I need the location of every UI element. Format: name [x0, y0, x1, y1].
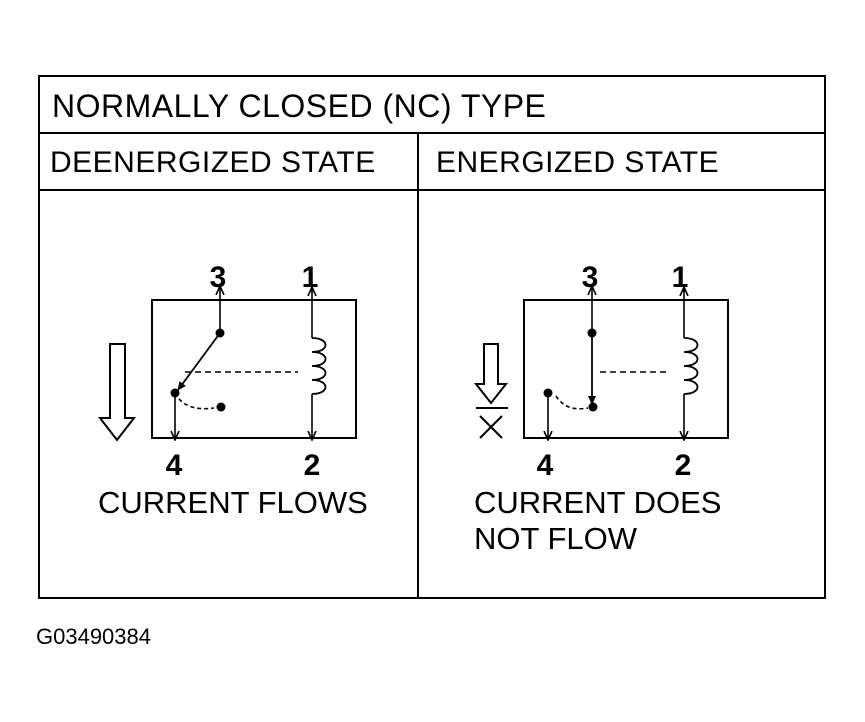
terminal-2-label: 2 [675, 449, 692, 482]
relay-housing-left [151, 299, 357, 439]
terminal-4-label: 4 [166, 449, 183, 482]
contact-point [588, 402, 598, 412]
switch-travel [555, 395, 589, 410]
terminal-2-label: 2 [304, 449, 321, 482]
deenergized-relay [97, 286, 357, 442]
terminal-1-label: 1 [302, 261, 319, 294]
terminal-4-label: 4 [537, 449, 554, 482]
caption-energized-line-1: CURRENT DOES [474, 485, 721, 520]
current-blocked-arrow-icon [473, 343, 509, 405]
header-deenergized: DEENERGIZED STATE [50, 146, 376, 179]
caption-deenergized: CURRENT FLOWS [98, 485, 368, 520]
table-title: NORMALLY CLOSED (NC) TYPE [52, 88, 547, 124]
figure-code: G03490384 [36, 624, 151, 649]
energized-relay [473, 286, 729, 440]
terminal-1-label: 1 [672, 261, 689, 294]
relay-table: NORMALLY CLOSED (NC) TYPE DEENERGIZED ST… [38, 75, 826, 599]
coil-icon [311, 337, 327, 395]
contact-point [216, 402, 226, 412]
current-flow-arrow-icon [97, 343, 137, 442]
caption-energized-line-2: NOT FLOW [474, 521, 638, 556]
title-row: NORMALLY CLOSED (NC) TYPE [40, 77, 824, 134]
switch-arm-closed [177, 332, 221, 391]
relay-housing-right [523, 299, 729, 439]
contact-point [543, 388, 553, 398]
header-energized: ENERGIZED STATE [436, 146, 720, 179]
header-row: DEENERGIZED STATE ENERGIZED STATE [40, 134, 824, 191]
switch-travel [174, 392, 215, 410]
contact-point [587, 328, 597, 338]
column-divider [417, 134, 419, 599]
terminal-3-label: 3 [210, 261, 227, 294]
contact-point [215, 328, 225, 338]
coil-icon [683, 337, 699, 395]
terminal-3-label: 3 [582, 261, 599, 294]
